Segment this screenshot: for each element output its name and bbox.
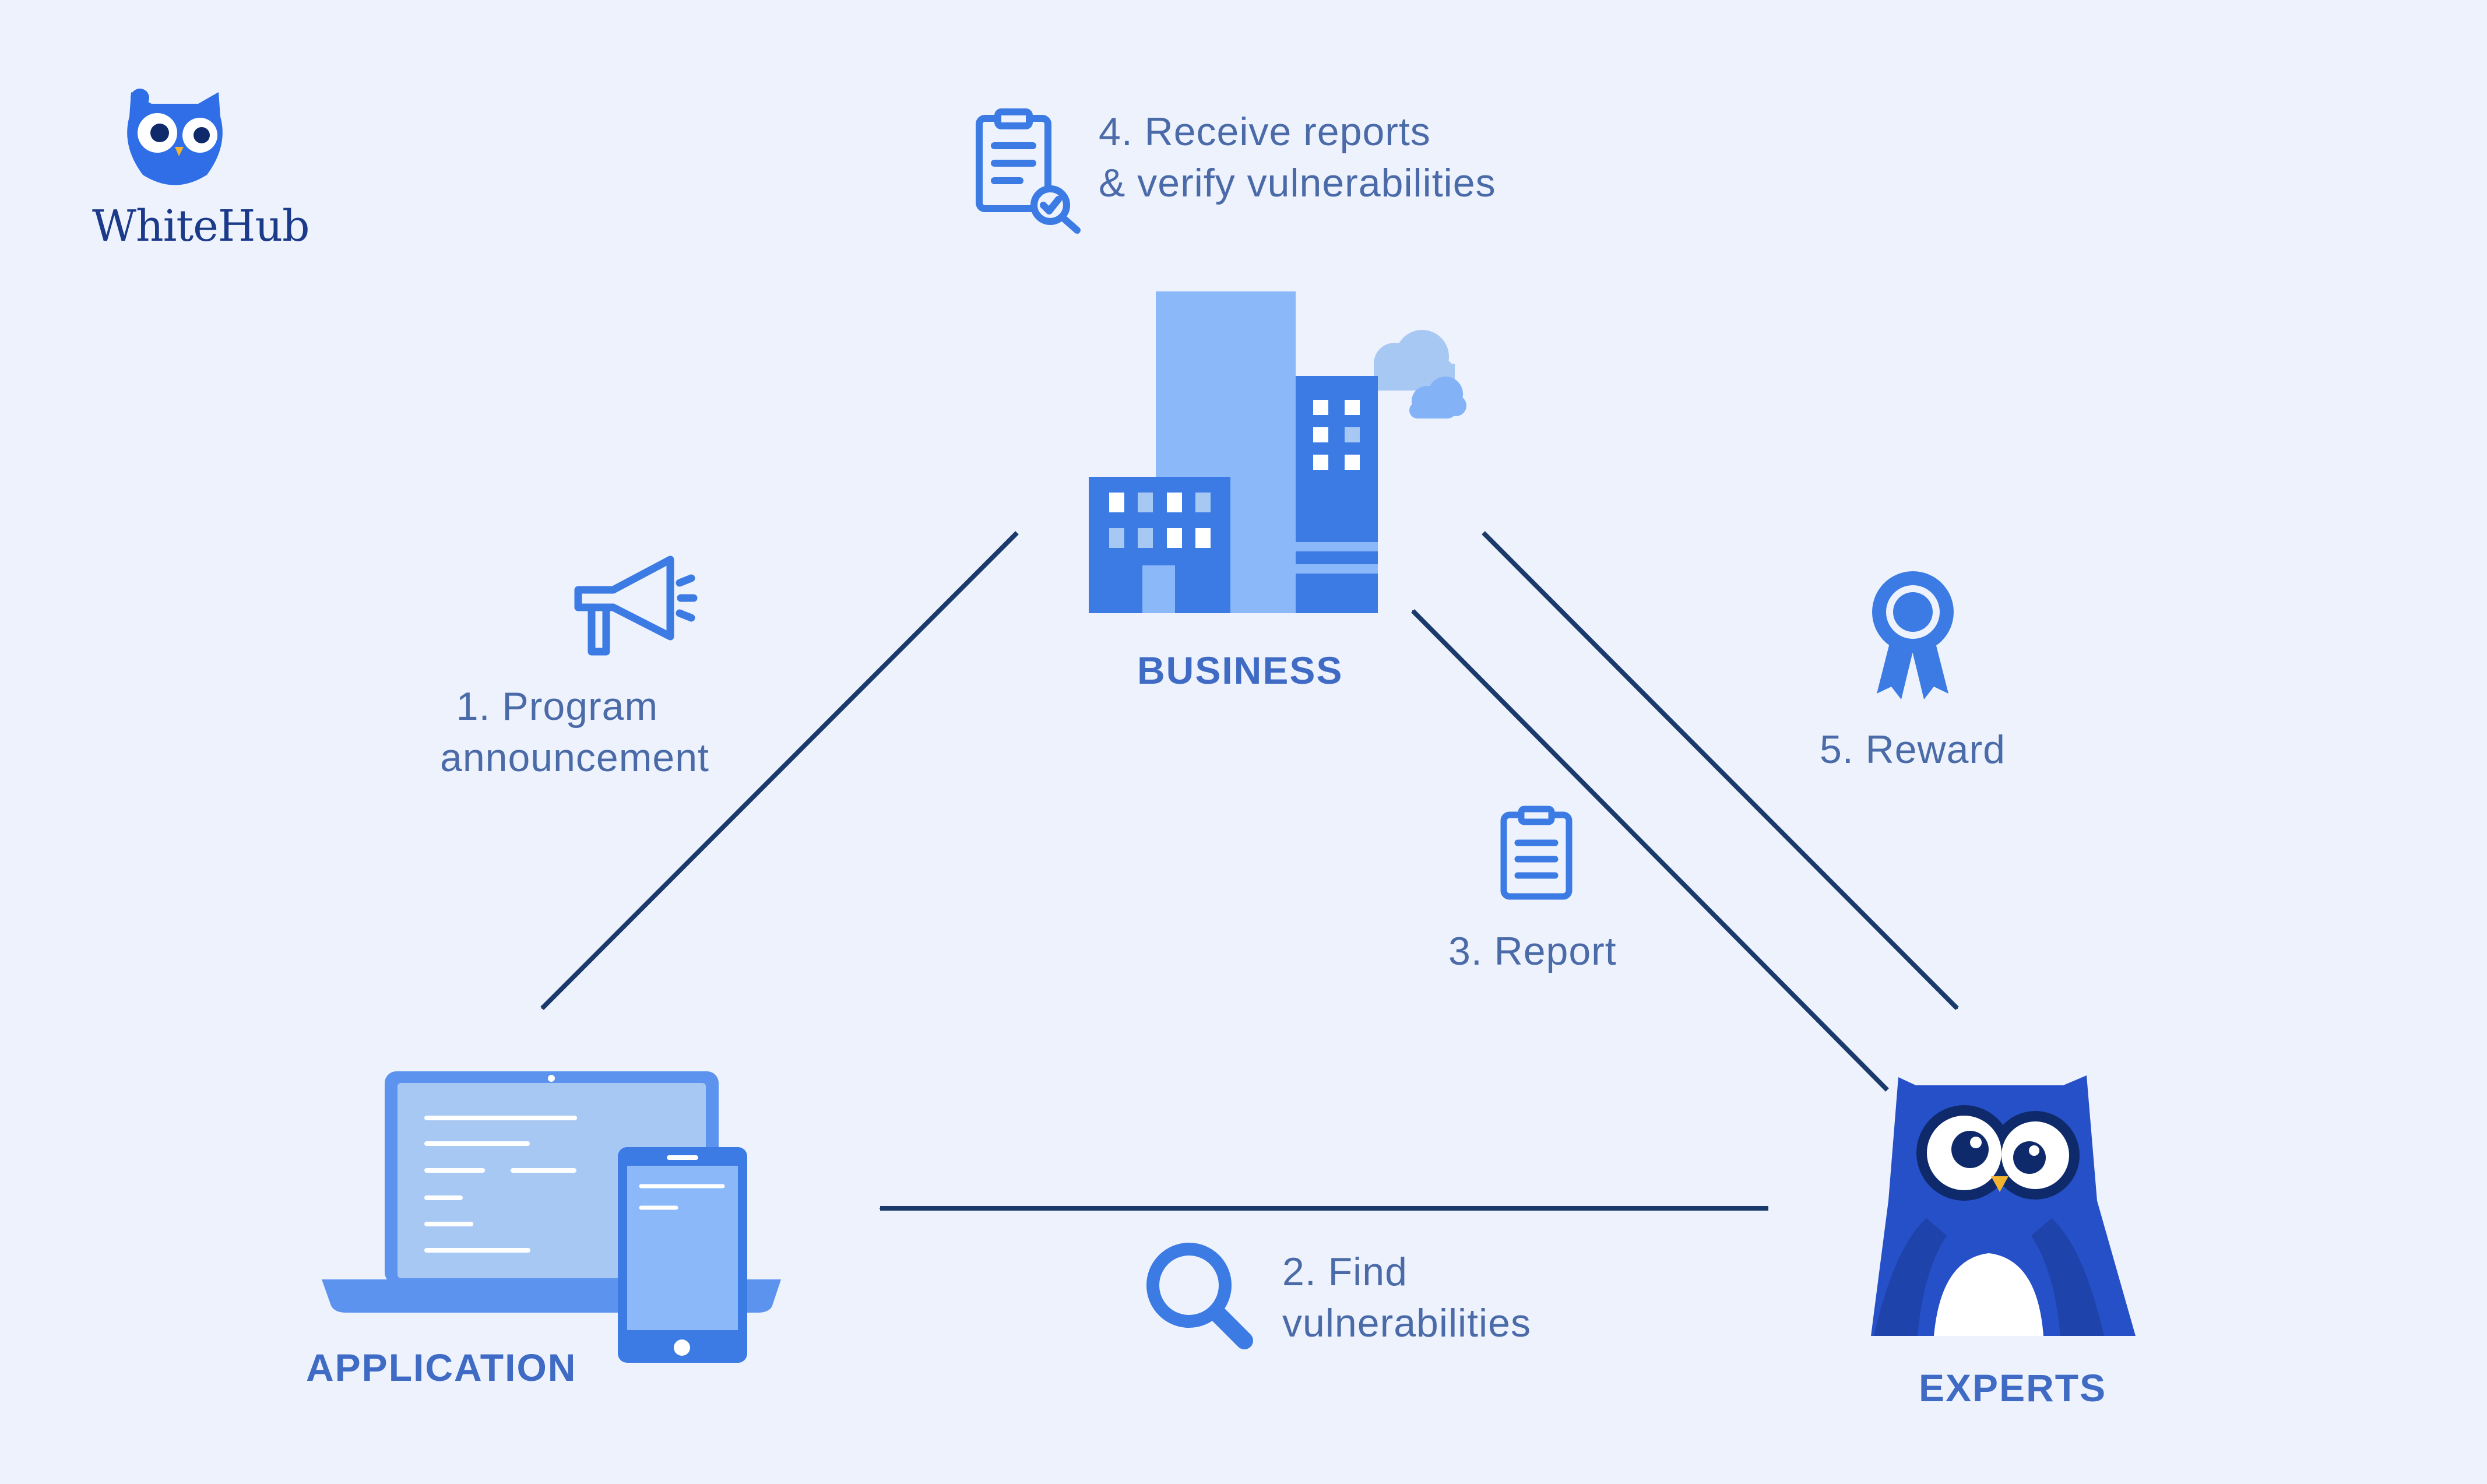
step-2-label: 2. Find vulnerabilities — [1282, 1250, 1531, 1345]
step-3-label: 3. Report — [1448, 929, 1617, 973]
owl-logo-icon — [127, 89, 223, 185]
clipboard-icon — [1500, 806, 1573, 900]
rosette-icon — [1872, 571, 1954, 699]
megaphone-icon — [574, 555, 698, 656]
business-label: BUSINESS — [1137, 649, 1343, 692]
application-label: APPLICATION — [306, 1346, 577, 1389]
arrow-report — [1411, 609, 1889, 1092]
step-5-label: 5. Reward — [1820, 727, 2006, 772]
step-4-label: 4. Receive reports & verify vulnerabilit… — [1099, 110, 1496, 205]
owl-mascot-icon — [1871, 1075, 2136, 1336]
arrow-reward — [1482, 531, 1959, 1010]
magnifier-icon — [1146, 1243, 1253, 1349]
clipboard-check-icon — [976, 108, 1081, 234]
arrow-program-announcement — [540, 531, 1019, 1010]
brand-wordmark: WhiteHub — [92, 201, 309, 251]
step-1-label: 1. Program announcement — [440, 684, 709, 780]
experts-label: EXPERTS — [1919, 1366, 2107, 1409]
building-icon — [1089, 291, 1466, 613]
tablet-icon — [618, 1147, 747, 1363]
